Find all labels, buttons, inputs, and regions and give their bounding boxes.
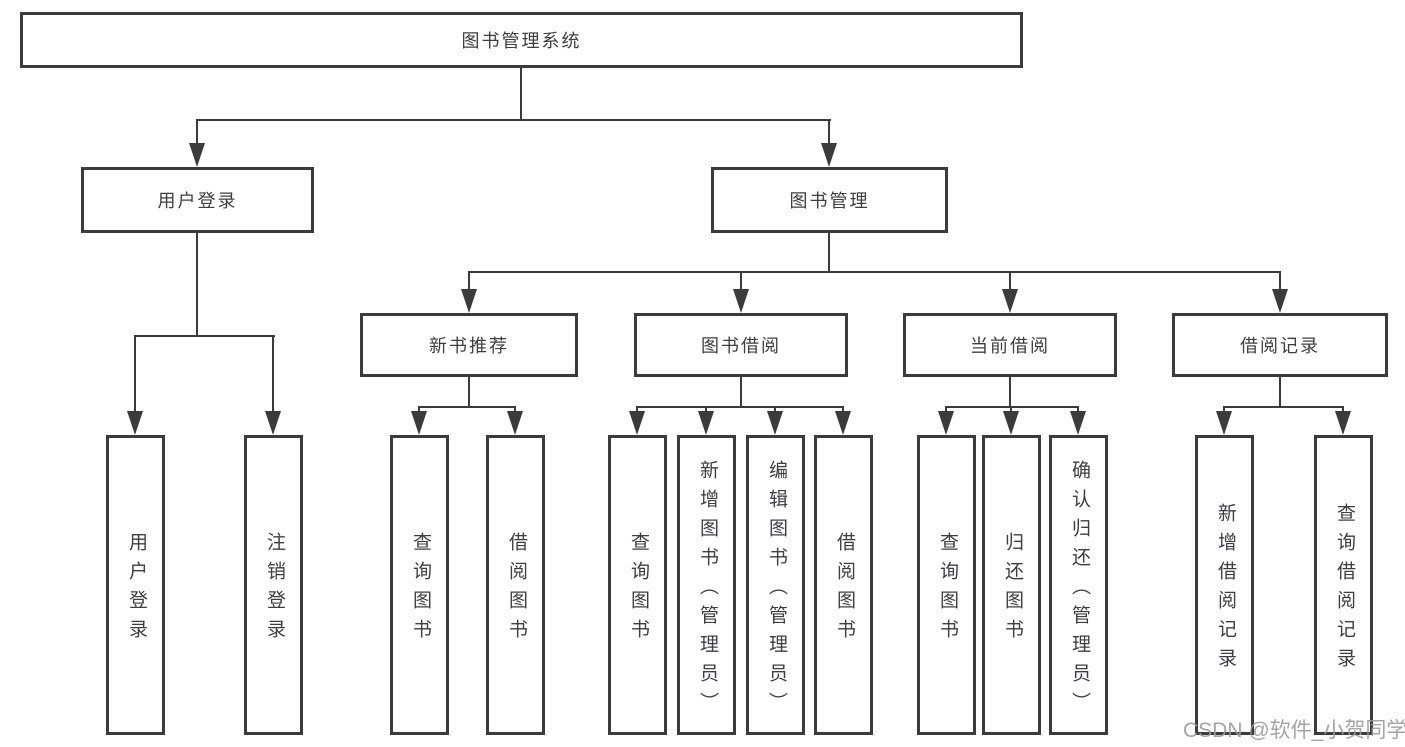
csdn-watermark: CSDN @软件_小贺同学 xyxy=(1183,719,1405,742)
connector-line xyxy=(1279,377,1281,408)
leaf-logout: 注销登录 xyxy=(244,435,303,735)
arrowhead-down xyxy=(698,411,714,435)
node-borrowing-records: 借阅记录 xyxy=(1172,313,1388,377)
arrowhead-down xyxy=(127,411,143,435)
connector-line xyxy=(134,335,275,337)
node-user-login-label: 用户登录 xyxy=(157,191,238,211)
connector-line xyxy=(272,335,274,415)
leaf-edit-book-admin: 编辑图书（管理员） xyxy=(746,435,805,735)
arrowhead-down xyxy=(189,143,205,167)
arrowhead-down xyxy=(461,289,477,313)
arrowhead-down xyxy=(629,411,645,435)
connector-line xyxy=(418,406,516,408)
node-book-management-label: 图书管理 xyxy=(789,191,870,211)
connector-line xyxy=(945,406,1079,408)
arrowhead-down xyxy=(1335,411,1351,435)
connector-line xyxy=(1009,271,1011,293)
leaf-logout-label: 注销登录 xyxy=(263,532,285,648)
node-new-book-recommend-label: 新书推荐 xyxy=(429,336,509,356)
connector-line xyxy=(740,271,742,293)
leaf-query-book-recommend-label: 查询图书 xyxy=(409,532,431,648)
leaf-borrow-book-recommend: 借阅图书 xyxy=(486,435,545,735)
leaf-confirm-return-admin-label: 确认归还（管理员） xyxy=(1068,459,1090,721)
leaf-edit-book-admin-label: 编辑图书（管理员） xyxy=(765,459,787,721)
arrowhead-down xyxy=(1002,289,1018,313)
connector-line xyxy=(196,119,831,121)
connector-line xyxy=(636,406,844,408)
arrowhead-down xyxy=(767,411,783,435)
leaf-borrow-book-recommend-label: 借阅图书 xyxy=(505,532,527,648)
node-new-book-recommend: 新书推荐 xyxy=(360,313,578,377)
arrowhead-down xyxy=(1003,411,1019,435)
connector-line xyxy=(828,119,830,147)
leaf-borrow-book-borrowing-label: 借阅图书 xyxy=(833,532,855,648)
connector-line xyxy=(134,335,136,415)
leaf-add-borrow-record: 新增借阅记录 xyxy=(1195,435,1254,735)
node-root-label: 图书管理系统 xyxy=(461,31,582,51)
leaf-query-book-borrowing-label: 查询图书 xyxy=(627,532,649,648)
leaf-add-book-admin-label: 新增图书（管理员） xyxy=(696,459,718,721)
connector-line xyxy=(1223,406,1344,408)
leaf-query-borrow-record: 查询借阅记录 xyxy=(1314,435,1373,735)
leaf-query-book-current: 查询图书 xyxy=(917,435,976,735)
arrowhead-down xyxy=(507,411,523,435)
connector-line xyxy=(828,233,830,273)
leaf-return-book-label: 归还图书 xyxy=(1001,532,1023,648)
node-current-borrowing: 当前借阅 xyxy=(903,313,1117,377)
connector-line xyxy=(468,271,1281,273)
leaf-query-book-borrowing: 查询图书 xyxy=(608,435,667,735)
connector-line xyxy=(1009,377,1011,408)
arrowhead-down xyxy=(733,289,749,313)
connector-line xyxy=(196,119,198,147)
connector-line xyxy=(1279,271,1281,293)
arrowhead-down xyxy=(1216,411,1232,435)
leaf-add-borrow-record-label: 新增借阅记录 xyxy=(1214,503,1236,677)
arrowhead-down xyxy=(265,411,281,435)
node-borrowing-records-label: 借阅记录 xyxy=(1240,336,1320,356)
connector-line xyxy=(740,377,742,408)
leaf-user-login: 用户登录 xyxy=(106,435,165,735)
leaf-user-login-label: 用户登录 xyxy=(125,532,147,648)
node-book-management: 图书管理 xyxy=(711,167,948,233)
connector-line xyxy=(520,68,522,120)
leaf-query-borrow-record-label: 查询借阅记录 xyxy=(1333,503,1355,677)
leaf-borrow-book-borrowing: 借阅图书 xyxy=(814,435,873,735)
node-current-borrowing-label: 当前借阅 xyxy=(970,336,1050,356)
arrowhead-down xyxy=(1272,289,1288,313)
node-book-borrowing-label: 图书借阅 xyxy=(701,336,781,356)
node-book-borrowing: 图书借阅 xyxy=(634,313,848,377)
leaf-query-book-recommend: 查询图书 xyxy=(390,435,449,735)
leaf-query-book-current-label: 查询图书 xyxy=(936,532,958,648)
leaf-add-book-admin: 新增图书（管理员） xyxy=(677,435,736,735)
arrowhead-down xyxy=(938,411,954,435)
node-user-login: 用户登录 xyxy=(81,167,314,233)
arrowhead-down xyxy=(835,411,851,435)
connector-line xyxy=(468,377,470,408)
leaf-return-book: 归还图书 xyxy=(982,435,1041,735)
arrowhead-down xyxy=(411,411,427,435)
connector-line xyxy=(468,271,470,293)
arrowhead-down xyxy=(821,143,837,167)
node-root: 图书管理系统 xyxy=(20,12,1023,68)
leaf-confirm-return-admin: 确认归还（管理员） xyxy=(1049,435,1108,735)
connector-line xyxy=(196,233,198,336)
arrowhead-down xyxy=(1070,411,1086,435)
